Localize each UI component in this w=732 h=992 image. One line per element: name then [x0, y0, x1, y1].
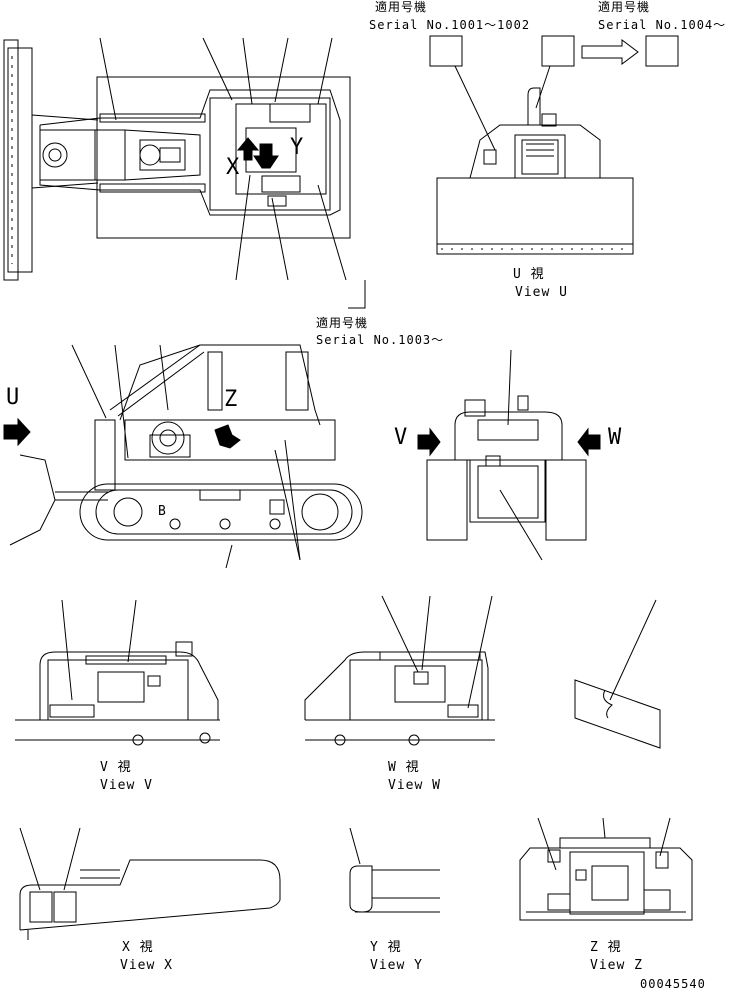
arrow-y-label: Y — [290, 135, 305, 160]
applicable-machine-label-1: 適用号機 — [375, 0, 428, 14]
view-y-drawing — [350, 828, 440, 912]
view-w-jp-label: W 視 — [388, 760, 420, 775]
part-b-label: B — [158, 504, 167, 519]
serial-range-1001-1002: Serial No.1001～1002 — [369, 18, 531, 32]
view-v-label: View V — [100, 778, 153, 793]
view-u-jp-label: U 視 — [513, 267, 545, 282]
arrow-w-label: W — [608, 425, 623, 450]
front-view-drawing — [418, 350, 600, 560]
view-y-jp-label: Y 視 — [370, 940, 402, 955]
view-w-label: View W — [388, 778, 441, 793]
side-view-drawing — [4, 345, 362, 568]
serial-range-1003: Serial No.1003～ — [316, 333, 445, 347]
top-plan-view — [4, 38, 365, 308]
view-v-jp-label: V 視 — [100, 760, 132, 775]
view-u-label: View U — [515, 285, 568, 300]
view-x-jp-label: X 視 — [122, 940, 154, 955]
drawing-number: 00045540 — [640, 977, 706, 991]
view-v-drawing — [15, 600, 220, 745]
decal-drawing — [575, 600, 660, 748]
applicable-machine-label-3: 適用号機 — [316, 316, 369, 330]
view-u-drawing — [430, 36, 678, 254]
serial-range-1004: Serial No.1004～ — [598, 18, 727, 32]
arrow-v-label: V — [394, 425, 409, 450]
arrow-z-label: Z — [224, 387, 239, 412]
view-y-label: View Y — [370, 958, 423, 973]
view-x-drawing — [20, 828, 280, 940]
view-w-drawing — [305, 596, 495, 745]
view-z-label: View Z — [590, 958, 643, 973]
view-x-label: View X — [120, 958, 173, 973]
arrow-u-label: U — [6, 385, 21, 410]
view-z-drawing — [520, 818, 692, 920]
view-z-jp-label: Z 視 — [590, 940, 622, 955]
arrow-x-label: X — [226, 155, 241, 180]
applicable-machine-label-2: 適用号機 — [598, 0, 651, 14]
